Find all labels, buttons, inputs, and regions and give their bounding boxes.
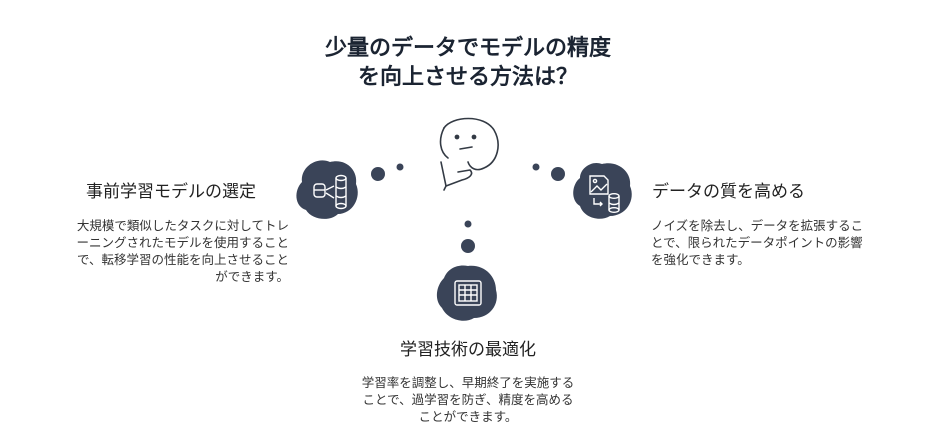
node-pretrained-description: 大規模で類似したタスクに対してトレ ーニングされたモデルを使用すること で、転移…: [33, 217, 289, 285]
node-pretrained-title: 事前学習モデルの選定: [86, 182, 256, 202]
connector-dot: [532, 163, 540, 171]
title-line-2: を向上させる方法は？: [357, 65, 578, 90]
connector-dot: [461, 239, 475, 253]
page-title: 少量のデータでモデルの精度 を向上させる方法は？: [0, 34, 936, 92]
connector-dot: [551, 167, 565, 181]
image-database-icon: [589, 175, 620, 213]
node-learning-technique-description: 学習率を調整し、早期終了を実施する ことで、過学習を防ぎ、精度を高める ことがで…: [323, 374, 613, 425]
node-learning-technique-desc-line: ことができます。: [418, 409, 518, 424]
node-learning-technique-title: 学習技術の最適化: [400, 340, 536, 360]
grid-table-icon: [454, 280, 482, 306]
thinking-face-icon: [439, 117, 499, 191]
node-pretrained-desc-line: ができます。: [215, 269, 289, 284]
node-data-quality-description: ノイズを除去し、データを拡張するこ とで、限られたデータポイントの影響 を強化で…: [651, 217, 921, 268]
node-data-quality-desc-line: ノイズを除去し、データを拡張するこ: [651, 218, 864, 233]
title-line-1: 少量のデータでモデルの精度: [324, 36, 611, 61]
node-pretrained-desc-line: で、転移学習の性能を向上させること: [76, 252, 289, 267]
node-learning-technique-desc-line: ことで、過学習を防ぎ、精度を高める: [362, 392, 574, 407]
connector-dot: [396, 163, 404, 171]
node-data-quality-shape: [573, 162, 632, 219]
node-pretrained-desc-line: ーニングされたモデルを使用すること: [76, 235, 289, 250]
node-learning-technique-desc-line: 学習率を調整し、早期終了を実施する: [361, 375, 575, 390]
node-learning-technique-shape: [436, 265, 497, 321]
node-data-quality-desc-line: とで、限られたデータポイントの影響: [651, 235, 863, 250]
node-pretrained-desc-line: 大規模で類似したタスクに対してトレ: [76, 218, 289, 233]
connector-dot: [464, 220, 472, 228]
database-icon: [313, 174, 347, 210]
node-data-quality-title: データの質を高める: [652, 182, 805, 202]
node-data-quality-desc-line: を強化できます。: [651, 252, 750, 267]
connector-dot: [371, 167, 385, 181]
